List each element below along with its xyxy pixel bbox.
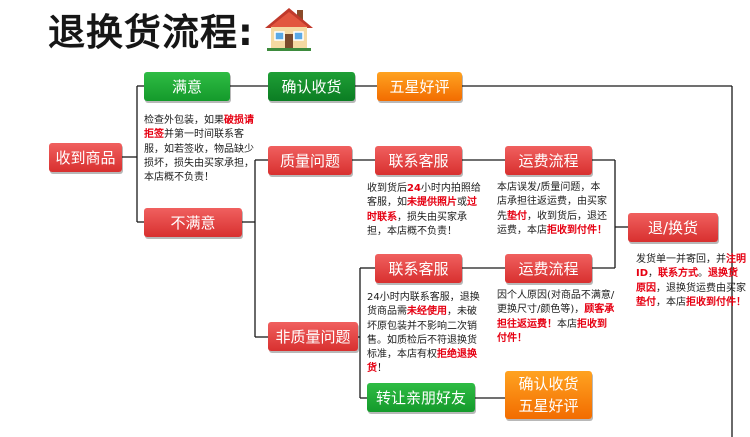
note-text: 。 (698, 268, 709, 280)
contact-service-box-2: 联系客服 (375, 254, 462, 283)
note-highlight: 破损请拒签 (144, 115, 254, 141)
note-highlight: 拒收到付件！ (686, 296, 746, 308)
note-highlight: 未提供照片 (407, 197, 457, 209)
quality-issue-box: 质量问题 (268, 146, 352, 175)
note-text: 本店误发/质量问题，本店承担往返运费，由买家先 (497, 182, 607, 222)
note-highlight: 24 (407, 183, 421, 194)
receive-goods-box: 收到商品 (49, 143, 122, 172)
note-text: 或 (457, 197, 467, 209)
note-text: ，损失由买家承担，本店概不负责！ (367, 211, 467, 237)
note-shipping-quality: 本店误发/质量问题，本店承担往返运费，由买家先垫付，收到货后，退还运费，本店拒收… (497, 181, 609, 238)
satisfied-box: 满意 (144, 72, 230, 101)
note-quality: 收到货后24小时内拍照给客服，如未提供照片或过时联系，损失由买家承担，本店概不负… (367, 182, 485, 239)
note-highlight: 拒收到付件！ (497, 318, 607, 344)
five-star-review-box: 五星好评 (377, 72, 462, 101)
note-text: 24小时内联系客服，退换货商品需 (367, 292, 480, 318)
note-text: ，未破坏原包装并不影响二次销售。如质检后不符退换货标准，本店有权 (367, 306, 477, 361)
note-text: ，收到货后，退还运费，本店 (497, 210, 607, 236)
note-highlight: 过时联系 (367, 197, 477, 223)
note-highlight: 垫付 (507, 210, 527, 222)
non-quality-issue-box: 非质量问题 (268, 322, 358, 351)
transfer-friend-box: 转让亲朋好友 (367, 383, 475, 412)
note-highlight: 注明ID (636, 254, 746, 280)
note-text: 本店 (557, 318, 577, 330)
note-highlight: 拒绝退换货 (367, 349, 477, 375)
note-text: ， (648, 268, 659, 280)
note-text: 并第一时间联系客服，如若签收，物品缺少损坏，损失由买家承担，本店概不负责！ (144, 129, 254, 184)
note-text: ，退换货运费由买家 (656, 282, 746, 294)
note-text: 因个人原因(对商品不满意/更换尺寸/颜色等)， (497, 290, 615, 316)
note-highlight: 未经使用 (407, 306, 447, 318)
note-highlight: 垫付 (636, 296, 656, 308)
unsatisfied-box: 不满意 (144, 208, 242, 237)
return-exchange-box: 退/换货 (628, 213, 718, 242)
final-confirm-line: 确认收货 (518, 375, 579, 393)
contact-service-box-1: 联系客服 (375, 146, 462, 175)
shipping-flow-box-1: 运费流程 (505, 146, 592, 175)
note-shipping-non-quality: 因个人原因(对商品不满意/更换尺寸/颜色等)，顾客承担往返运费！本店拒收到付件！ (497, 289, 615, 346)
note-highlight: 顾客承担往返运费！ (497, 304, 615, 330)
note-highlight: 退换货原因 (636, 268, 739, 294)
note-return: 发货单一并寄回，并注明ID，联系方式。退换货原因，退换货运费由买家垫付，本店拒收… (636, 253, 746, 310)
final-confirm-review-box: 确认收货 五星好评 (505, 371, 592, 419)
note-text: 小时内拍照给客服，如 (367, 183, 481, 209)
note-inspect: 检查外包装，如果破损请拒签并第一时间联系客服，如若签收，物品缺少损坏，损失由买家… (144, 114, 256, 185)
page-title: 退换货流程: (48, 11, 254, 54)
house-icon (265, 8, 313, 51)
note-text: ，本店 (656, 296, 686, 308)
note-non-quality: 24小时内联系客服，退换货商品需未经使用，未破坏原包装并不影响二次销售。如质检后… (367, 291, 481, 377)
note-text: 发货单一并寄回，并 (636, 254, 726, 265)
note-text: 收到货后 (367, 183, 407, 194)
note-text: 检查外包装，如果 (144, 115, 224, 126)
note-highlight: 拒收到付件！ (547, 224, 607, 236)
note-text: ！ (377, 363, 387, 375)
final-review-line: 五星好评 (518, 397, 579, 415)
shipping-flow-box-2: 运费流程 (505, 254, 592, 283)
confirm-receipt-box: 确认收货 (268, 72, 355, 101)
note-highlight: 联系方式 (658, 268, 699, 280)
